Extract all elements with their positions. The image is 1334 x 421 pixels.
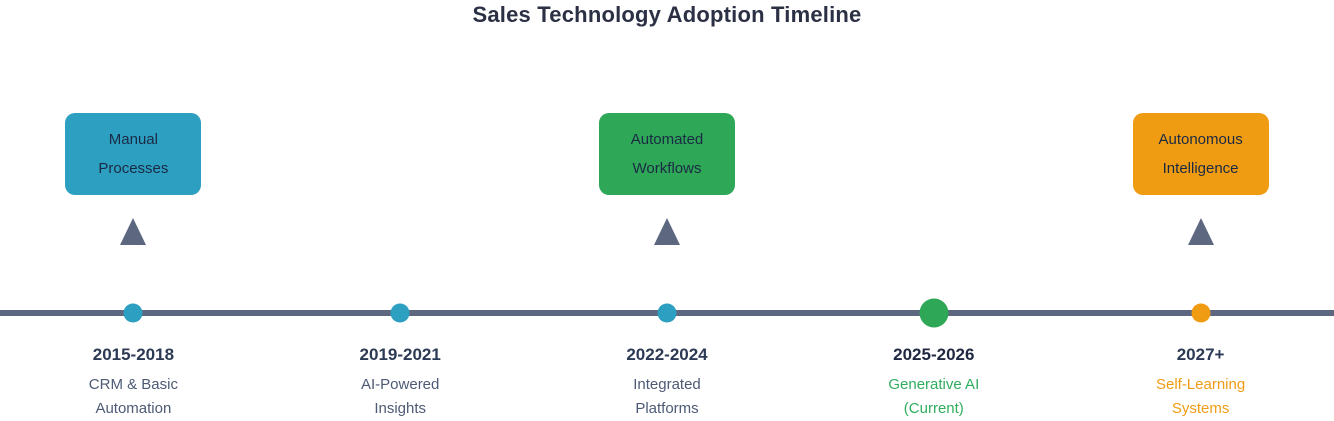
- milestone-2022-2024: 2022-2024 Integrated Platforms: [557, 344, 777, 421]
- milestone-2025-2026-current: 2025-2026 Generative AI (Current): [824, 344, 1044, 421]
- milestone-description-line: Systems: [1171, 400, 1230, 417]
- phase-box-label: Intelligence: [1162, 160, 1239, 177]
- timeline-dot: [123, 303, 143, 323]
- milestone-description: Self-Learning Systems: [1091, 373, 1311, 421]
- triangle-up-icon: [120, 218, 147, 245]
- phase-box-autonomous-intelligence: Autonomous Intelligence: [1132, 113, 1269, 195]
- triangle-up-icon: [654, 218, 680, 245]
- milestone-year: 2015-2018: [92, 345, 175, 364]
- timeline-dot: [657, 303, 677, 323]
- milestone-year: 2022-2024: [626, 345, 708, 364]
- milestone-description: Generative AI (Current): [824, 373, 1044, 421]
- phase-box-automated-workflows: Automated Workflows: [599, 113, 735, 195]
- timeline-dot: [390, 303, 410, 323]
- milestone-2019-2021: 2019-2021 AI-Powered Insights: [290, 344, 510, 421]
- milestone-description-line: Generative AI: [888, 376, 980, 393]
- diagram-title: Sales Technology Adoption Timeline: [472, 2, 862, 27]
- milestone-description: AI-Powered Insights: [290, 373, 510, 421]
- milestone-description: Integrated Platforms: [557, 373, 777, 421]
- milestone-description-line: AI-Powered: [361, 376, 440, 393]
- timeline-dot: [1191, 303, 1211, 323]
- phase-box-label: Processes: [98, 160, 169, 177]
- timeline-dot-current: [919, 298, 949, 328]
- milestone-2027-plus: 2027+ Self-Learning Systems: [1091, 344, 1311, 421]
- milestone-description-line: Integrated: [633, 376, 701, 393]
- milestone-description-line: Automation: [95, 400, 172, 417]
- milestone-year: 2027+: [1176, 345, 1225, 364]
- phase-box-label: Autonomous: [1158, 131, 1243, 148]
- milestone-year: 2019-2021: [359, 345, 441, 364]
- phase-box-label: Workflows: [632, 160, 702, 177]
- phase-box-manual-processes: Manual Processes: [65, 113, 202, 195]
- triangle-up-icon: [1187, 218, 1214, 245]
- milestone-description-line: Self-Learning: [1155, 376, 1246, 393]
- milestone-description: CRM & Basic Automation: [23, 373, 243, 421]
- milestone-description-line: Insights: [374, 400, 427, 417]
- phase-box-label: Manual: [108, 131, 158, 148]
- milestone-description-line: CRM & Basic: [88, 376, 178, 393]
- milestone-2015-2018: 2015-2018 CRM & Basic Automation: [23, 344, 243, 421]
- milestone-year: 2025-2026: [893, 345, 975, 364]
- milestone-description-line: (Current): [903, 400, 964, 417]
- milestone-description-line: Platforms: [635, 400, 699, 417]
- phase-box-label: Automated: [630, 131, 704, 148]
